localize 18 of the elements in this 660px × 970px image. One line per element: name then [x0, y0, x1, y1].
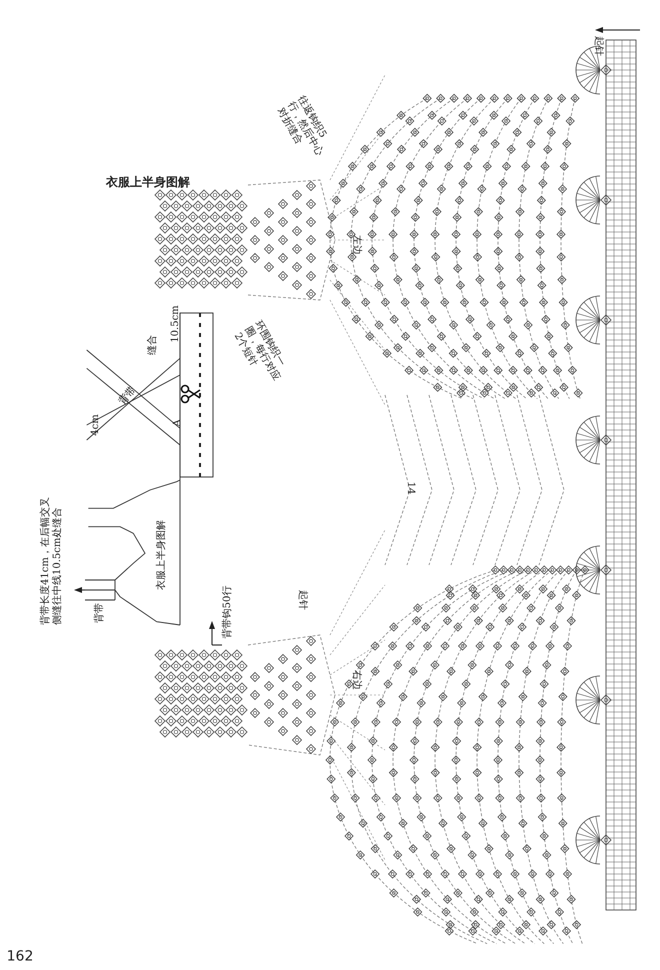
- note: 背带长度41cm，在后幅交叉侧缝往中线10.5cm处缝合: [40, 496, 64, 625]
- row-number: 14: [404, 482, 416, 494]
- strap-label: 背带: [94, 603, 106, 623]
- direction-label: 起针: [296, 590, 308, 610]
- side-label: 左边: [350, 235, 362, 255]
- strap-label: 背带: [116, 384, 140, 408]
- side-label: 右边: [350, 670, 362, 690]
- direction-label: 起针: [592, 36, 604, 56]
- diagram-title: 衣服上半身图解: [106, 174, 190, 190]
- note: 环围钩织一圈，每行对应2个短针: [230, 319, 288, 385]
- dimension-label: 4cm: [90, 414, 102, 436]
- page-number: 162: [6, 948, 34, 966]
- note: 往返钩织5行，然后中心对折缝合: [274, 94, 330, 160]
- seam-label: 缝合: [147, 335, 159, 355]
- point-label: A: [172, 419, 184, 427]
- schematic-title: 衣服上半身图解: [156, 520, 168, 590]
- dimension-label: 10.5cm: [170, 305, 182, 343]
- strap-label: 背带钩50行: [222, 586, 234, 638]
